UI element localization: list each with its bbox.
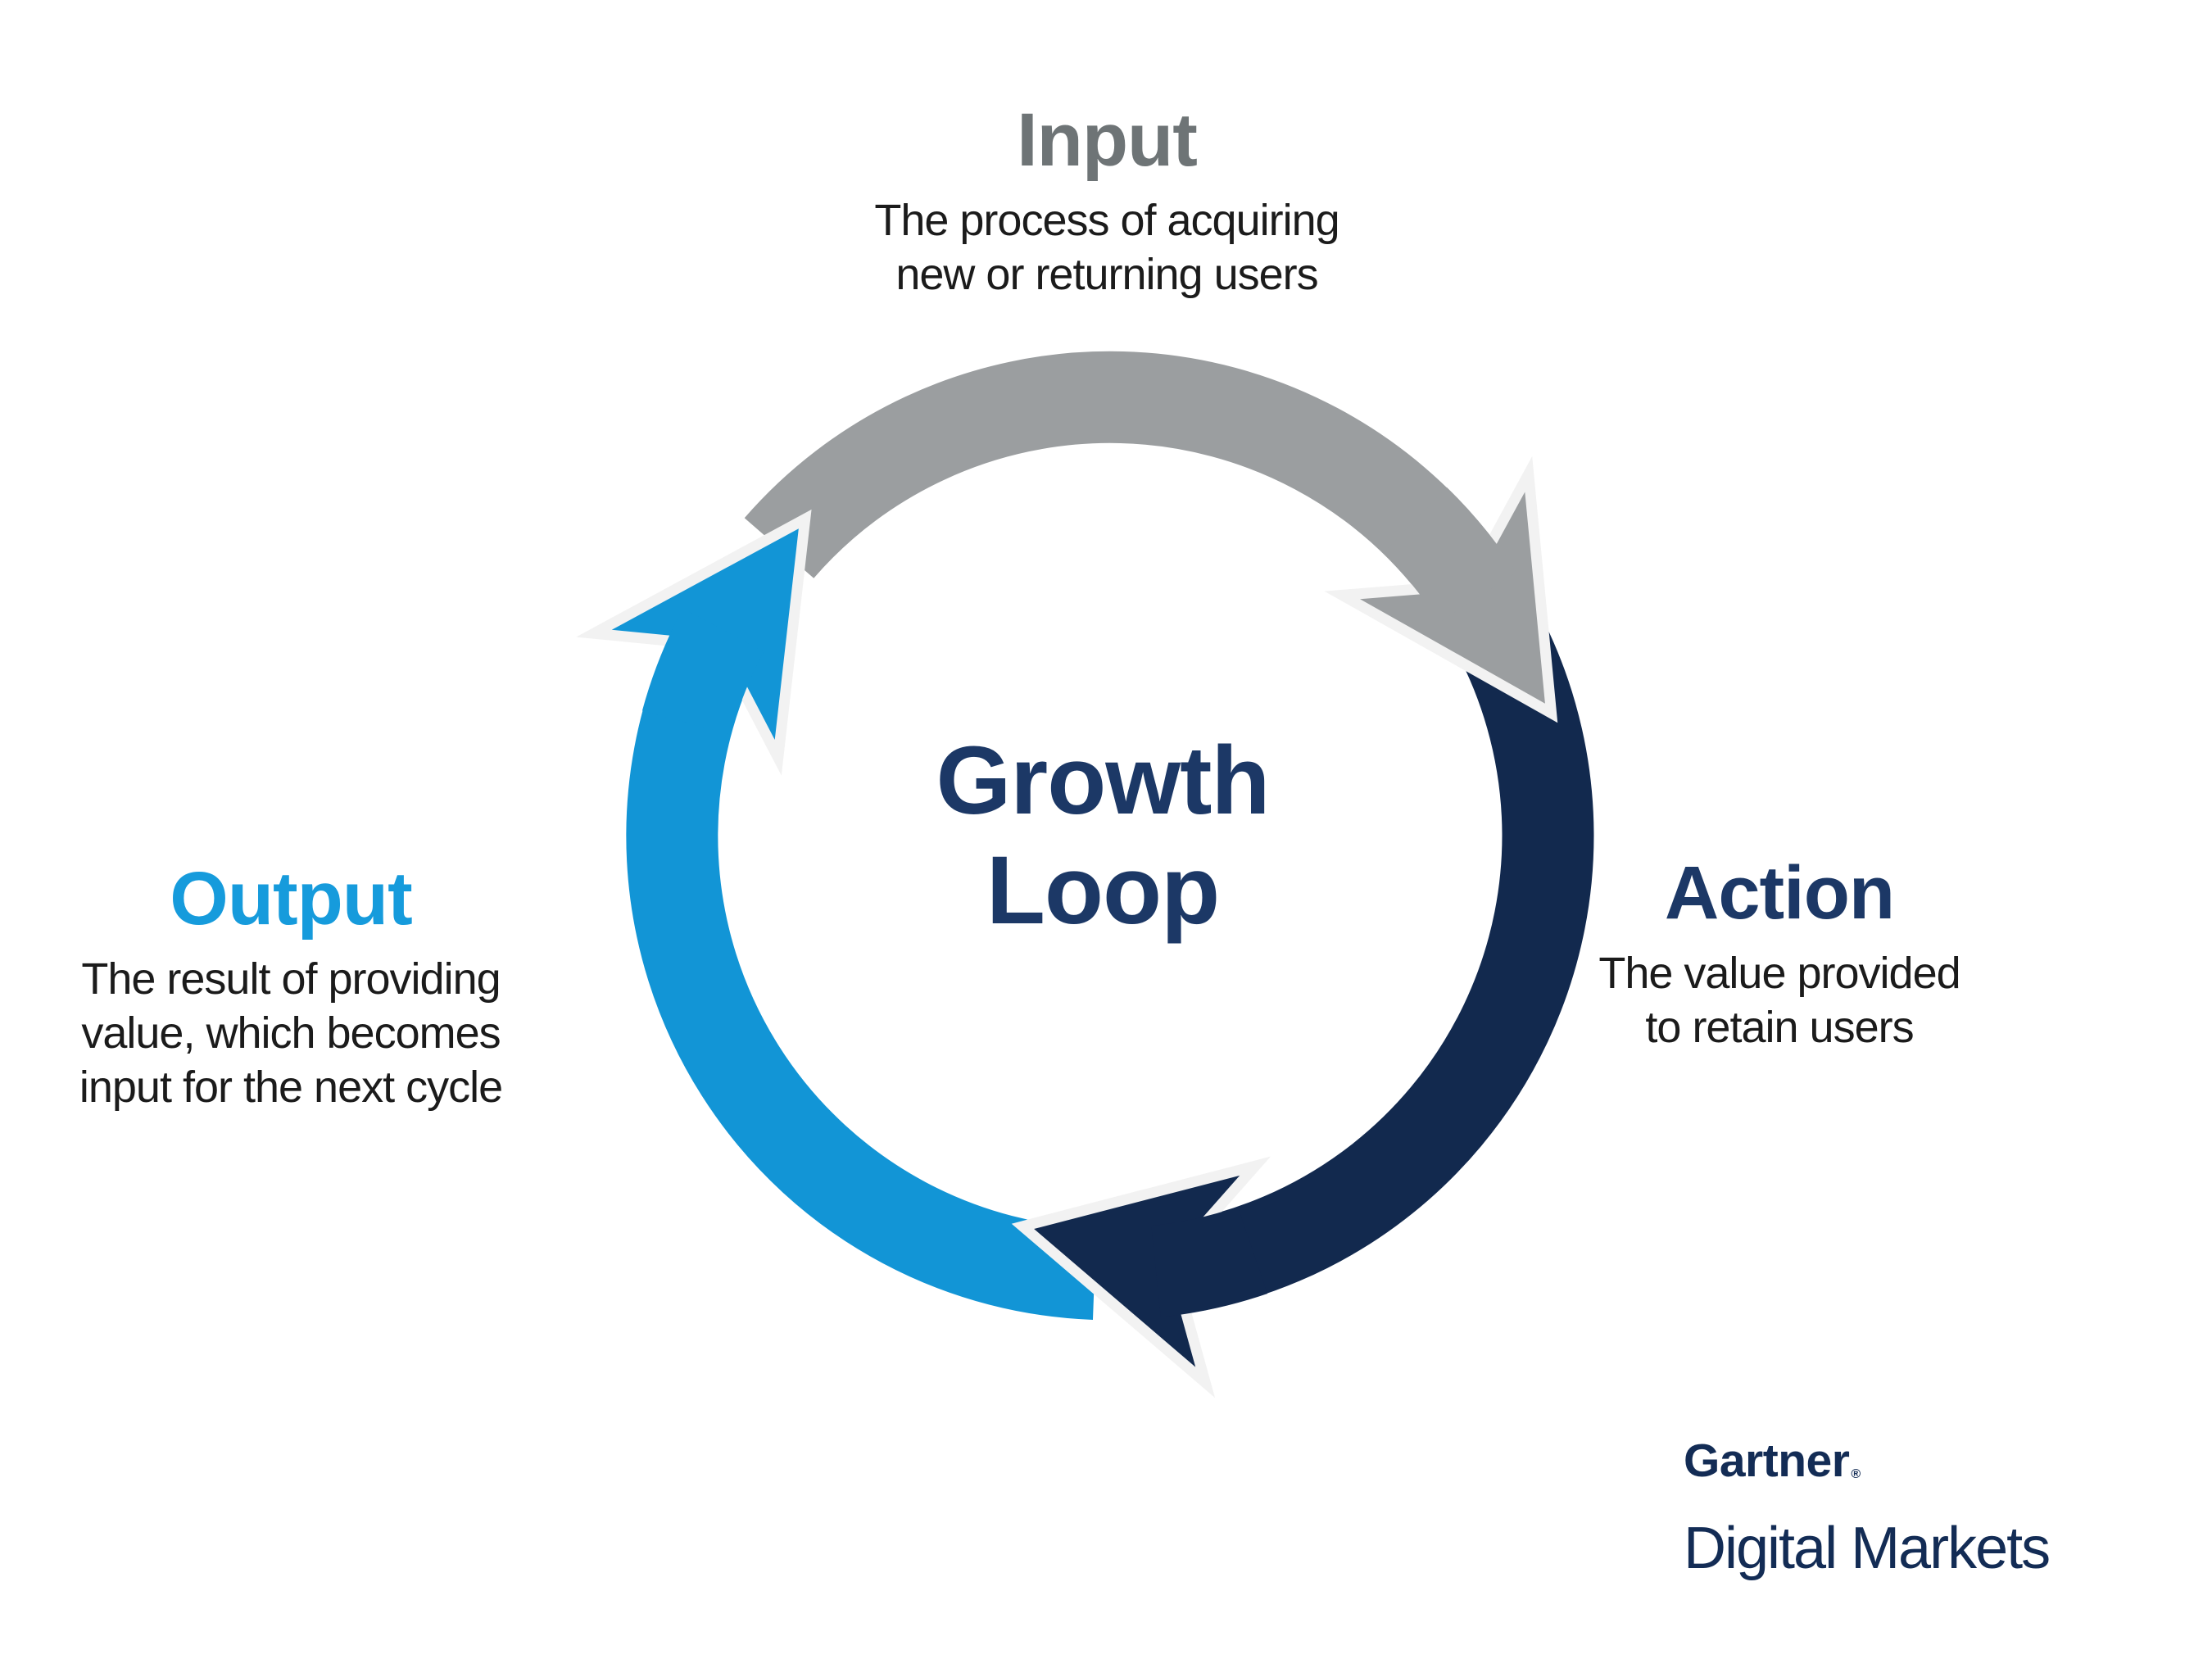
input-description-line1: The process of acquiring: [874, 196, 1339, 245]
output-description-line1: The result of providing: [81, 954, 501, 1004]
input-label-block: Input The process of acquiring new or re…: [874, 97, 1339, 301]
output-label-block: Output The result of providing value, wh…: [79, 856, 503, 1114]
output-description-line3: input for the next cycle: [79, 1063, 503, 1112]
gartner-brand-text: Gartner: [1684, 1435, 1850, 1487]
output-title: Output: [170, 857, 412, 941]
gartner-digital-markets-logo: Gartner® Digital Markets: [1684, 1435, 2051, 1581]
action-arc-seam: [1150, 1206, 1268, 1317]
center-title-line1: Growth: [936, 727, 1271, 835]
action-arc: [1185, 608, 1594, 1311]
center-title: Growth Loop: [936, 726, 1271, 945]
digital-markets-wordmark: Digital Markets: [1684, 1516, 2051, 1581]
input-title: Input: [1017, 98, 1198, 182]
gartner-wordmark: Gartner®: [1684, 1435, 2049, 1498]
input-arc: [744, 351, 1493, 595]
input-description-line2: new or returning users: [895, 250, 1318, 299]
output-description: The result of providing value, which bec…: [79, 952, 503, 1114]
action-label-block: Action The value provided to retain user…: [1598, 850, 1960, 1054]
action-description: The value provided to retain users: [1598, 946, 1960, 1054]
input-description: The process of acquiring new or returnin…: [874, 193, 1339, 301]
action-description-line1: The value provided: [1598, 949, 1960, 998]
action-description-line2: to retain users: [1645, 1003, 1914, 1052]
output-arc-seam: [641, 608, 764, 736]
input-arc-seam: [1382, 487, 1517, 623]
output-arc: [626, 646, 1097, 1320]
output-description-line2: value, which becomes: [81, 1009, 501, 1058]
action-title: Action: [1664, 851, 1895, 935]
center-title-line2: Loop: [986, 836, 1220, 945]
registered-trademark-mark: ®: [1851, 1467, 1861, 1481]
